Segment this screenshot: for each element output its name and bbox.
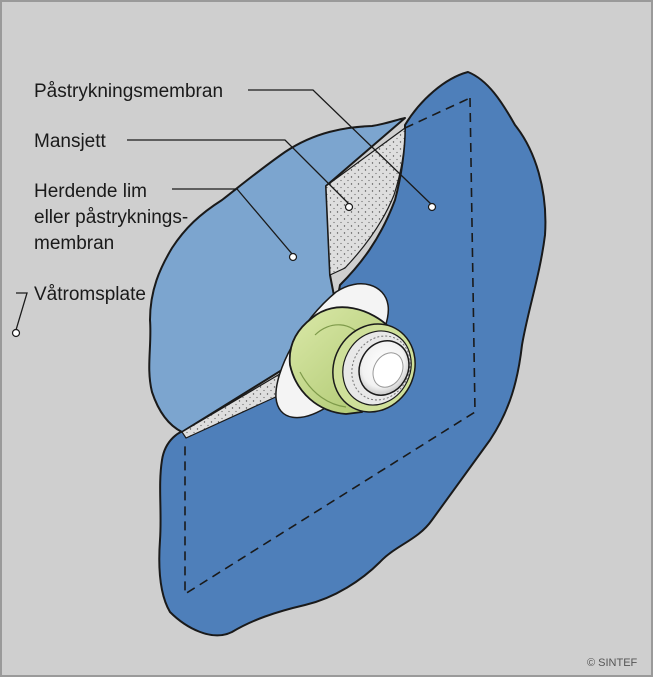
label-membrane: Påstrykningsmembran	[34, 81, 223, 102]
leader-wetroom-board	[15, 292, 28, 331]
label-adhesive-line1: Herdende lim	[34, 181, 147, 202]
leader-lines	[15, 89, 433, 331]
callout-dot-membrane	[427, 202, 437, 212]
pipe-thread	[332, 323, 416, 413]
leader-membrane	[248, 89, 433, 206]
copyright-notice: © SINTEF	[587, 657, 638, 669]
leader-cuff	[127, 139, 351, 206]
leader-adhesive	[172, 188, 294, 256]
callout-dot-adhesive	[288, 252, 298, 262]
cuff-outline-dashed-top	[404, 97, 471, 129]
label-cuff: Mansjett	[34, 131, 107, 152]
label-adhesive-line2: eller påstryknings-	[34, 207, 188, 228]
callout-dots	[11, 202, 437, 338]
label-adhesive-line3: membran	[34, 233, 114, 254]
callout-dot-cuff	[344, 202, 354, 212]
cuff-strip-upper	[325, 126, 406, 276]
cuff-outline-dashed	[184, 97, 476, 596]
callout-dot-wetroom-board	[11, 328, 21, 338]
label-wetroom-board: Våtromsplate	[34, 284, 146, 305]
